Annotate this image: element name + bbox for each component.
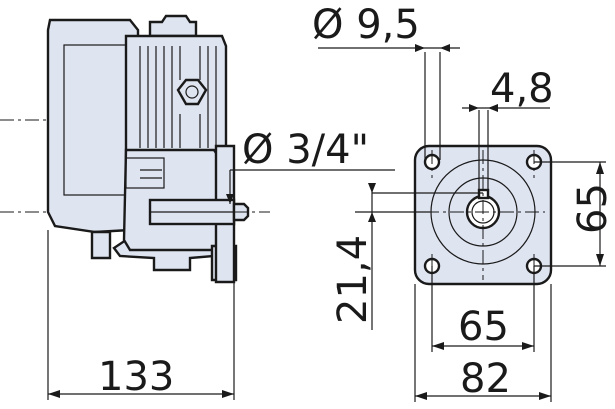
- side-view: Ø 3/4" 133: [0, 14, 395, 400]
- front-view: Ø 9,5 4,8 65 21,4: [312, 2, 615, 402]
- overall-length-label: 133: [98, 354, 174, 400]
- hole-diameter-label: Ø 9,5: [312, 2, 420, 48]
- bore-offset-dimension: [355, 183, 483, 330]
- bore-offset-label: 21,4: [330, 235, 376, 324]
- pipe-thread-dimension: [226, 169, 395, 204]
- flange-width-dimension: [414, 284, 552, 402]
- pipe-thread-label: Ø 3/4": [242, 127, 369, 173]
- foot-left: [90, 230, 112, 260]
- hole-diameter-dimension: [318, 44, 460, 160]
- flange-height-label: 65: [570, 183, 615, 234]
- vertical-bolt-spacing-dimension: [534, 161, 606, 267]
- keyway-dimension: [462, 104, 550, 192]
- flange-width-label: 82: [460, 356, 511, 402]
- chamber-window: [125, 157, 165, 189]
- horizontal-bolt-spacing-dimension: [431, 266, 535, 352]
- motor-housing: [46, 18, 140, 234]
- keyway-width-label: 4,8: [490, 66, 554, 112]
- hex-bolt: [176, 78, 208, 106]
- length-dimension: [47, 230, 235, 400]
- flange-square-label: 65: [458, 304, 509, 350]
- top-boss: [148, 14, 198, 38]
- cooling-fins: [139, 46, 217, 148]
- output-shaft: [148, 198, 250, 226]
